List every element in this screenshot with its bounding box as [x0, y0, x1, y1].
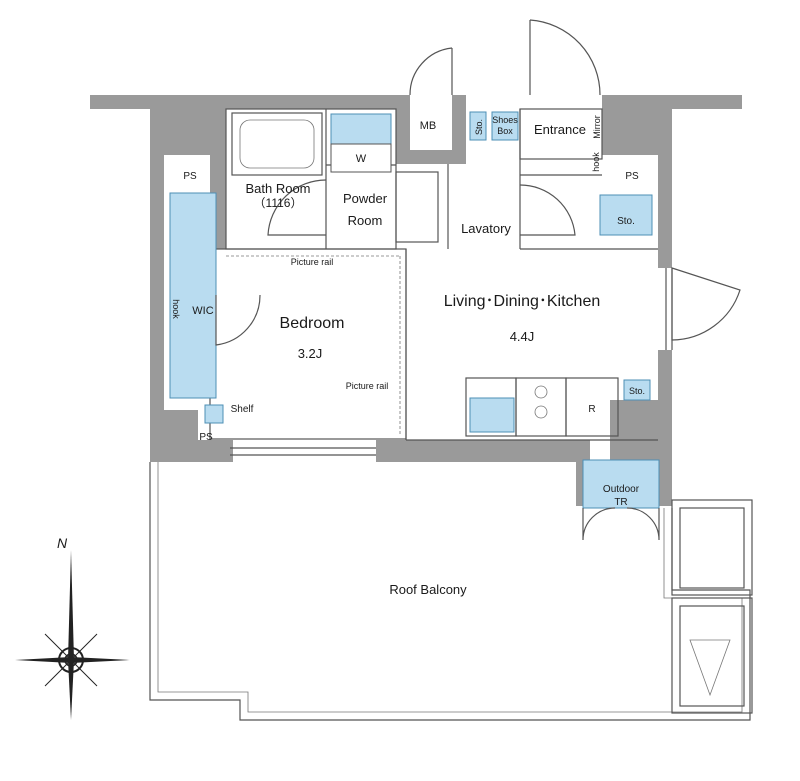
outdoor-tr-label-1: Outdoor	[603, 484, 640, 495]
shelf-label: Shelf	[231, 404, 254, 415]
room-labels: Bath Room （1116） Powder Room Lavatory En…	[192, 122, 639, 597]
ldk-size-label: 4.4J	[510, 329, 535, 344]
wic-label: WIC	[192, 305, 213, 317]
roof-balcony-outline	[149, 462, 753, 721]
sto-label-right: Sto.	[617, 216, 635, 227]
picture-rail-label-side: Picture rail	[346, 381, 389, 391]
ldk-label: Living･Dining･Kitchen	[444, 293, 601, 310]
hook-label-wic: hook	[171, 299, 181, 319]
hook-label-entrance: hook	[591, 152, 601, 172]
roof-balcony-label: Roof Balcony	[389, 582, 467, 597]
ps-label-bottom: PS	[199, 432, 213, 443]
ps-label-right: PS	[625, 171, 639, 182]
outdoor-tr-label-2: TR	[614, 497, 627, 508]
doors	[215, 19, 741, 541]
bedroom-label: Bedroom	[280, 315, 345, 332]
ps-label-left: PS	[183, 171, 197, 182]
sto-label-kitchen: Sto.	[629, 386, 645, 396]
w-label: W	[356, 153, 367, 165]
refrigerator-label: R	[588, 404, 595, 415]
bedroom-size-label: 3.2J	[298, 346, 323, 361]
room-outlines	[169, 108, 660, 509]
picture-rail-label-top: Picture rail	[291, 257, 334, 267]
shoes-box-label-1: Shoes	[492, 115, 518, 125]
lavatory-label: Lavatory	[461, 221, 511, 236]
powder-room-label-1: Powder	[343, 191, 388, 206]
walls	[90, 95, 742, 506]
entrance-label: Entrance	[534, 122, 586, 137]
powder-room-label-2: Room	[348, 213, 383, 228]
north-label: N	[57, 535, 68, 551]
shoes-box-label-2: Box	[497, 126, 513, 136]
mirror-label: Mirror	[592, 115, 602, 139]
fixture-labels: MB PS PS PS W Sto. Shoes Box Mirror hook…	[57, 115, 645, 551]
mb-label: MB	[420, 120, 437, 132]
bath-size-label: （1116）	[254, 196, 303, 210]
bath-room-label: Bath Room	[245, 181, 310, 196]
compass	[15, 550, 130, 720]
sto-label-entrance: Sto.	[474, 119, 484, 135]
